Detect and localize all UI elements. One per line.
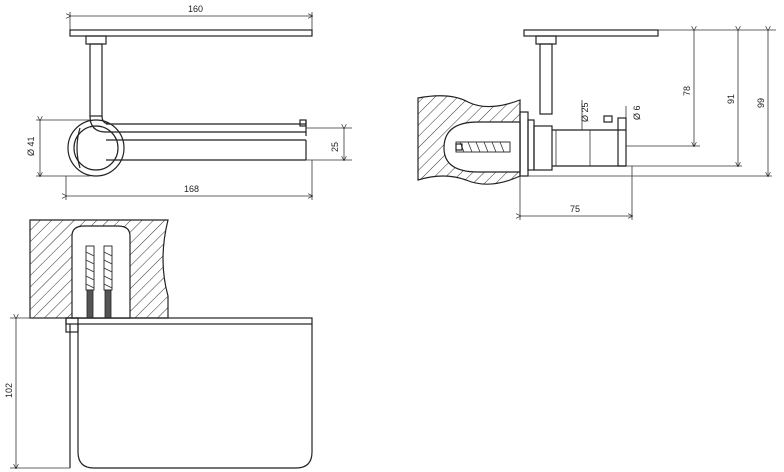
wall-anchor-left [85, 245, 95, 319]
wall-anchor-right [103, 245, 113, 319]
front-view: 102 [4, 219, 313, 468]
dim-160-label: 160 [188, 4, 203, 14]
dim-168-label: 168 [184, 184, 199, 194]
dim-99-label: 99 [756, 98, 766, 108]
top-view: 160 Ø 41 25 168 [26, 4, 352, 200]
dim-75-label: 75 [570, 204, 580, 214]
dim-25-label: 25 [330, 142, 340, 152]
dim-d25-label: Ø 25 [580, 102, 590, 122]
dim-78-label: 78 [682, 86, 692, 96]
dim-91-label: 91 [726, 94, 736, 104]
side-view: Ø 25 Ø 6 78 91 99 75 [417, 30, 776, 220]
dim-41-label: Ø 41 [26, 136, 36, 156]
dim-102-label: 102 [4, 383, 14, 398]
dim-d6-label: Ø 6 [632, 105, 642, 120]
